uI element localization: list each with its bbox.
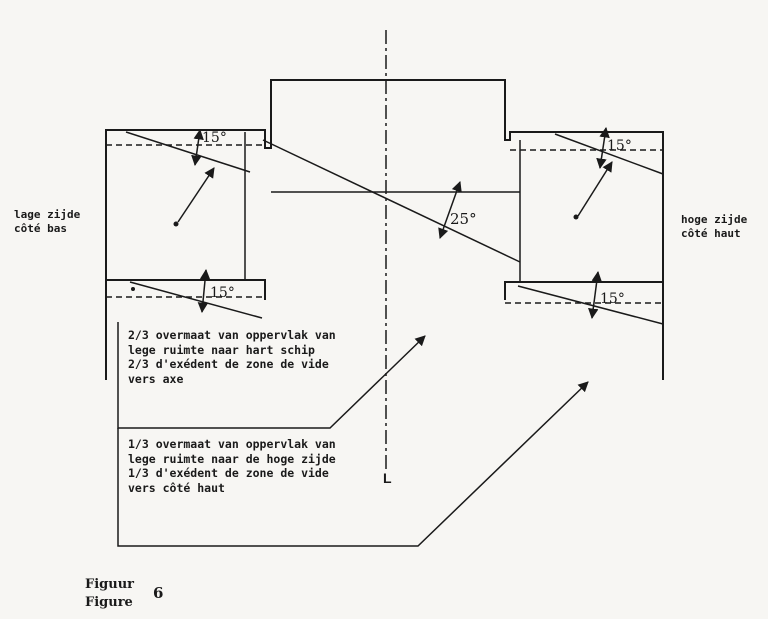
angle-arrow-center [438,181,462,239]
angle-label-top-left: 15° [202,130,227,146]
angle-label-top-right: 15° [607,138,632,154]
low-side-label: lage zijde côté bas [14,208,80,236]
figure-caption-line-2: Figure [85,595,133,610]
hull-outline-left [105,79,664,380]
angle-arrow-bottom-left [197,268,211,314]
angle-label-center: 25° [450,210,477,228]
centerline-mark: L [383,470,392,486]
note-one-third-line-1: 1/3 overmaat van oppervlak van [128,437,336,451]
figure-caption: Figuur Figure [85,576,134,612]
incline-bottom-right [517,285,664,325]
note-one-third-line-2: lege ruimte naar de hoge zijde [128,451,336,466]
high-side-label: hoge zijde côté haut [681,213,747,241]
incline-bottom-left [129,281,263,319]
angle-label-bottom-left: 15° [210,285,235,301]
note-two-thirds-line-2: lege ruimte naar hart schip [128,342,315,357]
shift-arrow-left [177,167,215,223]
note-one-third: 1/3 overmaat van oppervlak van lege ruim… [128,437,336,495]
centroid-dot-left [173,221,179,227]
lower-deck-right [504,281,663,300]
note-one-third-line-4: vers côté haut [128,480,225,495]
incline-top-left [125,131,251,173]
high-side-line-1: hoge zijde [681,213,748,226]
low-side-line-2: côté bas [14,222,67,235]
low-side-line-1: lage zijde [14,208,81,221]
centroid-dot-right [573,214,579,220]
angle-label-bottom-right: 15° [600,291,625,307]
high-side-line-2: côté haut [681,227,741,240]
angle-arrow-bottom-right [588,270,602,320]
centroid-dot-bottom-left [131,287,135,291]
note-two-thirds-line-3: 2/3 d'exédent de zone de vide [128,357,329,371]
leader-one-third [117,381,589,547]
figure-number: 6 [153,584,164,602]
leader-two-thirds [117,322,426,429]
angle-arrow-top-right [596,126,610,170]
angle-arrow-top-left [191,128,204,167]
note-two-thirds: 2/3 overmaat van oppervlak van lege ruim… [128,328,336,386]
note-two-thirds-line-4: vers axe [128,371,184,386]
note-two-thirds-line-1: 2/3 overmaat van oppervlak van [128,328,336,342]
incline-center [262,139,521,263]
note-one-third-line-3: 1/3 d'exédent de zone de vide [128,466,329,480]
figure-caption-line-1: Figuur [85,577,135,592]
lower-deck-left [106,279,266,300]
shift-arrow-right [577,161,613,217]
